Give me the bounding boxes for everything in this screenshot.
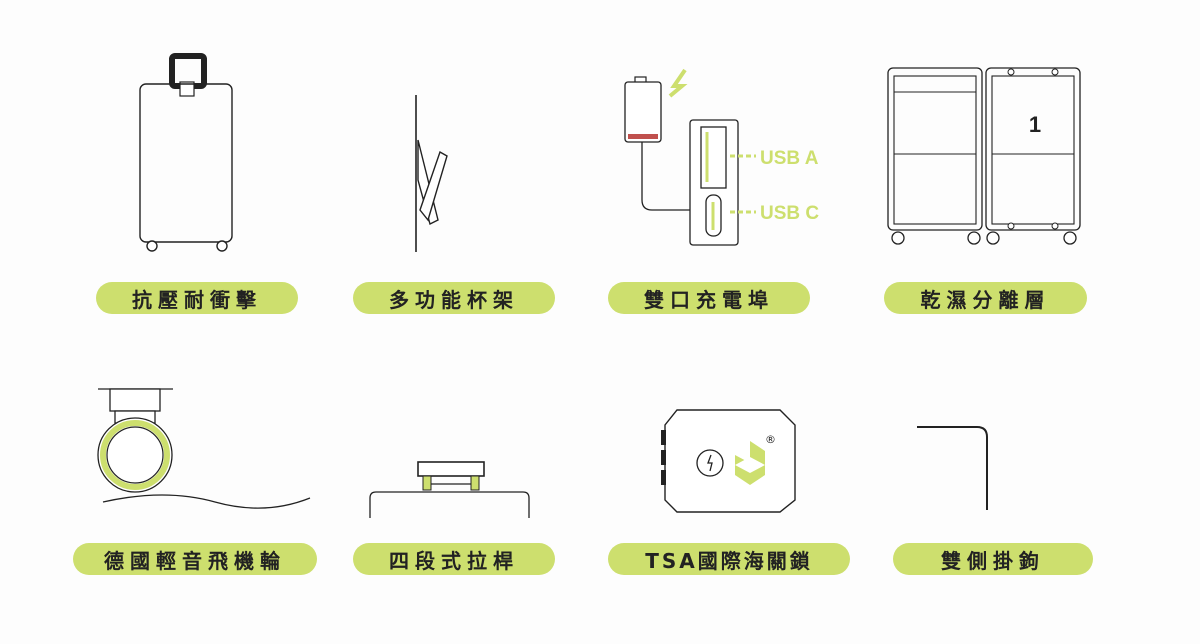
open-suitcase-icon: 1 bbox=[887, 67, 1081, 245]
feature-label-charging-port: 雙口充電埠 bbox=[608, 282, 810, 314]
usb-port-icon: USB A USB C bbox=[624, 68, 819, 246]
svg-text:®: ® bbox=[765, 433, 776, 446]
feature-label-wheels: 德國輕音飛機輪 bbox=[73, 543, 317, 575]
feature-label-tsa-lock: TSA國際海關鎖 bbox=[608, 543, 850, 575]
wheel-icon bbox=[97, 388, 311, 509]
cup-holder-icon bbox=[415, 95, 448, 252]
feature-label-hooks: 雙側掛鉤 bbox=[893, 543, 1093, 575]
handle-icon bbox=[369, 461, 530, 518]
hook-icon bbox=[917, 426, 988, 510]
feature-label-impact-resistant: 抗壓耐衝擊 bbox=[96, 282, 298, 314]
compartment-number: 1 bbox=[1029, 112, 1041, 137]
tsa-lock-icon: ® bbox=[661, 409, 796, 513]
feature-label-cup-holder: 多功能杯架 bbox=[353, 282, 555, 314]
usb-c-label: USB C bbox=[760, 203, 819, 224]
usb-a-label: USB A bbox=[760, 148, 819, 169]
feature-label-wet-dry-compartment: 乾濕分離層 bbox=[884, 282, 1087, 314]
feature-label-handle: 四段式拉桿 bbox=[353, 543, 555, 575]
suitcase-icon bbox=[139, 53, 233, 252]
